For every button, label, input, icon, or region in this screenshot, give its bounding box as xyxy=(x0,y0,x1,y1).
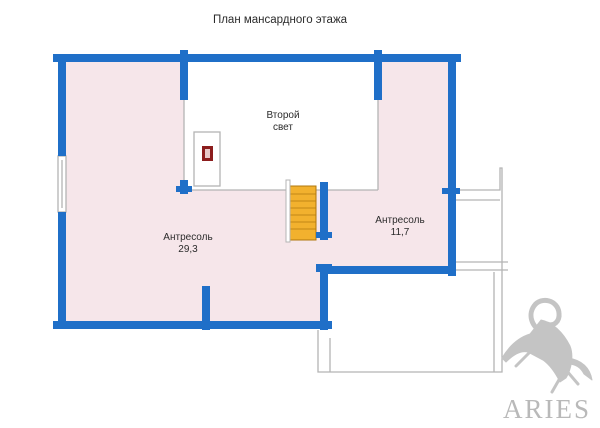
stair-rail xyxy=(285,179,291,243)
wall xyxy=(448,54,456,276)
room-label-light-well: Второй свет xyxy=(266,110,300,133)
terrace-outline xyxy=(317,167,508,373)
wall xyxy=(202,286,210,330)
stair-run xyxy=(289,185,317,241)
floor-fill xyxy=(62,58,452,325)
wall xyxy=(58,212,66,329)
room-label-mezzanine-small: Антресоль 11,7 xyxy=(375,215,425,238)
chimney-inner xyxy=(205,149,210,158)
log-end xyxy=(53,54,71,62)
room-label-mezzanine-large: Антресоль 29,3 xyxy=(163,232,213,255)
wall xyxy=(58,54,66,156)
staircase xyxy=(285,179,317,243)
wall xyxy=(58,321,330,329)
wall xyxy=(320,266,456,274)
walls xyxy=(53,50,461,330)
wall xyxy=(374,50,382,100)
wall xyxy=(180,50,188,100)
stair-treads xyxy=(290,193,316,230)
log-end xyxy=(443,54,461,62)
wall xyxy=(58,54,456,62)
wall xyxy=(320,266,328,330)
log-end xyxy=(176,186,192,192)
log-end xyxy=(197,321,215,329)
wall xyxy=(320,182,328,240)
brand-logo-text: ARIES xyxy=(502,394,591,424)
log-end xyxy=(316,232,332,238)
floor-areas xyxy=(62,58,452,325)
log-end xyxy=(316,264,332,272)
log-end xyxy=(316,321,332,329)
log-end xyxy=(53,321,71,329)
plan-title: План мансардного этажа xyxy=(212,14,348,26)
log-end xyxy=(442,188,460,194)
ram-icon xyxy=(501,297,593,394)
